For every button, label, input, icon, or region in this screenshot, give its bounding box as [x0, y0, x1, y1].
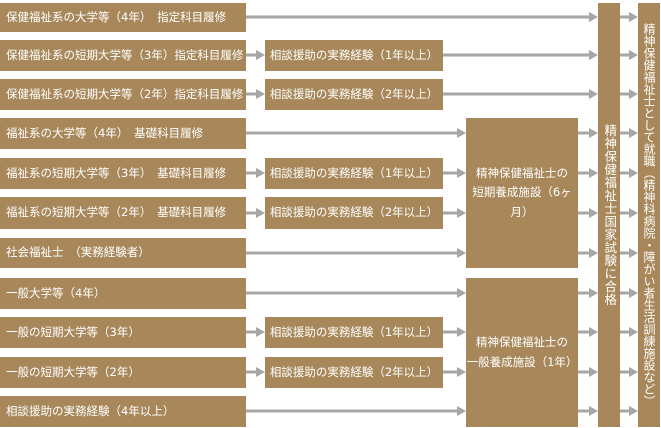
route-label: 社会福祉士 （実務経験者）: [6, 245, 150, 260]
route-label: 保健福祉系の短期大学等（3年）指定科目履修: [6, 47, 244, 62]
route-box-2: 保健福祉系の短期大学等（2年）指定科目履修: [0, 79, 246, 110]
arrow-route-to-experience: [246, 327, 265, 337]
route-label: 福祉系の短期大学等（2年） 基礎科目履修: [6, 205, 227, 220]
route-box-4: 福祉系の短期大学等（3年） 基礎科目履修: [0, 158, 246, 189]
arrow-exam-to-career: [620, 327, 638, 337]
experience-label: 相談援助の実務経験（1年以上）: [269, 165, 439, 180]
arrow-general-training-to-exam: [578, 406, 598, 416]
short-training-facility: 精神保健福祉士の 短期養成施設（6ヶ月）: [466, 118, 578, 268]
experience-box-1: 相談援助の実務経験（1年以上）: [265, 40, 443, 71]
arrow-exam-to-career: [620, 248, 638, 258]
arrow-to-training-facility: [443, 327, 466, 337]
experience-box-5: 相談援助の実務経験（2年以上）: [265, 197, 443, 229]
arrow-short-training-to-exam: [578, 248, 598, 258]
arrow-short-training-to-exam: [578, 128, 598, 138]
arrow-exam-to-career: [620, 89, 638, 99]
route-label: 福祉系の短期大学等（3年） 基礎科目履修: [6, 165, 227, 180]
experience-box-4: 相談援助の実務経験（1年以上）: [265, 158, 443, 189]
arrow-short-training-to-exam: [578, 208, 598, 218]
route-box-0: 保健福祉系の大学等（4年） 指定科目履修: [0, 3, 246, 32]
arrow-route-to-experience: [246, 367, 265, 377]
arrow-exam-to-career: [620, 406, 638, 416]
experience-box-9: 相談援助の実務経験（2年以上）: [265, 357, 443, 388]
general-training-line1: 精神保健福祉士の: [475, 334, 568, 349]
arrow-exam-to-career: [620, 128, 638, 138]
route-box-7: 一般大学等（4年）: [0, 278, 246, 309]
arrow-to-training-facility: [443, 367, 466, 377]
arrow-to-training-facility: [246, 248, 466, 258]
experience-label: 相談援助の実務経験（1年以上）: [269, 47, 439, 62]
career-label: 精神保健福祉士として就職（精神科病院・障がい者生活訓練施設など）: [642, 23, 656, 407]
arrow-to-training-facility: [246, 288, 466, 298]
route-box-8: 一般の短期大学等（3年）: [0, 317, 246, 348]
arrow-route-to-experience: [246, 208, 265, 218]
arrow-route-to-experience: [246, 50, 265, 60]
route-box-3: 福祉系の大学等（4年） 基礎科目履修: [0, 118, 246, 149]
arrow-exam-to-career: [620, 50, 638, 60]
experience-label: 相談援助の実務経験（1年以上）: [269, 324, 439, 339]
experience-label: 相談援助の実務経験（2年以上）: [269, 86, 439, 101]
arrow-to-training-facility: [443, 168, 466, 178]
national-exam-label: 精神保健福祉士国家試験に合格: [602, 124, 618, 306]
route-label: 一般の短期大学等（2年）: [6, 364, 140, 379]
route-box-6: 社会福祉士 （実務経験者）: [0, 238, 246, 268]
arrow-to-training-facility: [246, 406, 466, 416]
experience-label: 相談援助の実務経験（2年以上）: [269, 205, 439, 220]
arrow-general-training-to-exam: [578, 367, 598, 377]
general-training-line2: 一般養成施設（1年）: [466, 354, 578, 369]
general-training-facility: 精神保健福祉士の 一般養成施設（1年）: [466, 278, 578, 427]
arrow-to-training-facility: [246, 128, 466, 138]
experience-box-2: 相談援助の実務経験（2年以上）: [265, 79, 443, 110]
arrow-exam-to-career: [620, 367, 638, 377]
route-box-1: 保健福祉系の短期大学等（3年）指定科目履修: [0, 40, 246, 71]
route-label: 相談援助の実務経験（4年以上）: [6, 403, 175, 418]
arrow-route-to-experience: [246, 89, 265, 99]
arrow-short-training-to-exam: [578, 168, 598, 178]
route-label: 一般大学等（4年）: [6, 285, 106, 300]
route-label: 福祉系の大学等（4年） 基礎科目履修: [6, 125, 204, 140]
arrow-to-national-exam: [443, 89, 598, 99]
arrow-to-training-facility: [443, 208, 466, 218]
arrow-to-national-exam: [246, 12, 598, 22]
route-label: 保健福祉系の短期大学等（2年）指定科目履修: [6, 86, 244, 101]
experience-box-8: 相談援助の実務経験（1年以上）: [265, 317, 443, 348]
arrow-to-national-exam: [443, 50, 598, 60]
experience-label: 相談援助の実務経験（2年以上）: [269, 364, 439, 379]
route-box-5: 福祉系の短期大学等（2年） 基礎科目履修: [0, 197, 246, 229]
arrow-exam-to-career: [620, 208, 638, 218]
arrow-exam-to-career: [620, 12, 638, 22]
route-label: 一般の短期大学等（3年）: [6, 324, 140, 339]
arrow-route-to-experience: [246, 168, 265, 178]
arrow-exam-to-career: [620, 288, 638, 298]
short-training-line2: 短期養成施設（6ヶ月）: [472, 185, 572, 219]
route-label: 保健福祉系の大学等（4年） 指定科目履修: [6, 9, 227, 24]
career-box: 精神保健福祉士として就職（精神科病院・障がい者生活訓練施設など）: [638, 3, 660, 427]
short-training-line1: 精神保健福祉士の: [476, 165, 568, 180]
arrow-general-training-to-exam: [578, 327, 598, 337]
route-box-10: 相談援助の実務経験（4年以上）: [0, 396, 246, 427]
arrow-general-training-to-exam: [578, 288, 598, 298]
national-exam-box: 精神保健福祉士国家試験に合格: [598, 3, 620, 427]
route-box-9: 一般の短期大学等（2年）: [0, 357, 246, 388]
arrow-exam-to-career: [620, 168, 638, 178]
